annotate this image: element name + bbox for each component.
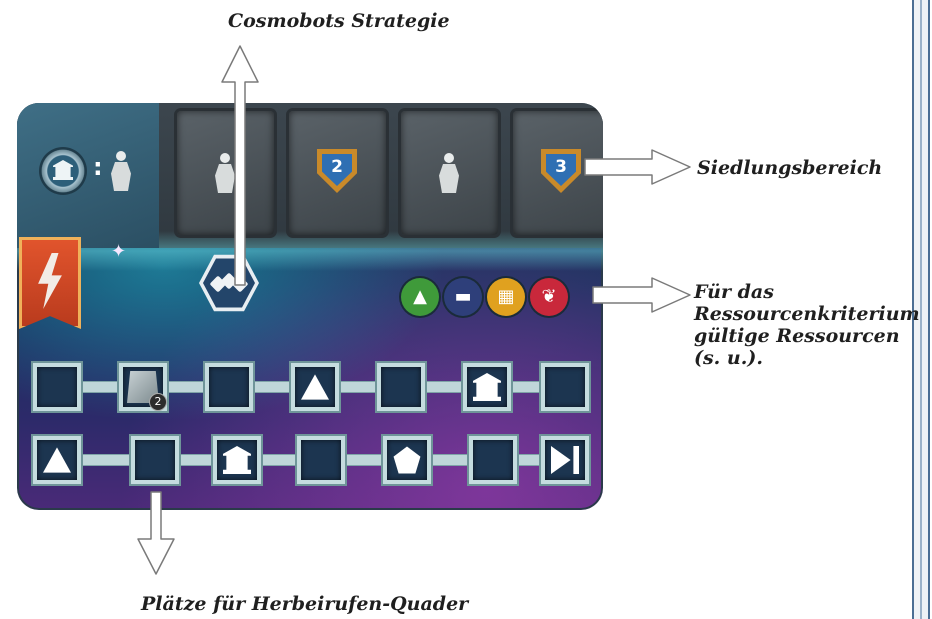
resources-label-line-3: gültige Ressourcen [694, 325, 900, 347]
eye-triangle-icon [43, 447, 71, 473]
tree-icon: ▲ [401, 278, 439, 316]
track-cell-r2-1 [37, 440, 77, 480]
player-board: : 2 3 ✦ ▲ ▬ ▦ ❦ [17, 103, 603, 510]
shield-number: 3 [546, 154, 576, 186]
track-cell-r2-2 [135, 440, 175, 480]
shield-icon: 2 [317, 149, 357, 193]
arrow-right-resources [592, 277, 691, 313]
resources-label-line-2: Ressourcenkriterium [694, 303, 920, 325]
figure-icon [439, 153, 459, 193]
colon-separator: : [93, 153, 103, 181]
temple-token-icon [39, 147, 87, 195]
skip-end-icon [551, 446, 579, 474]
track-cell-r2-3 [217, 440, 257, 480]
settlement-label: Siedlungsbereich [697, 157, 883, 179]
figure-icon [111, 151, 131, 191]
track-cell-r1-2: 2 [123, 367, 167, 411]
track-cell-r1-5 [381, 367, 421, 407]
shield-icon: 3 [541, 149, 581, 193]
bricks-icon: ▦ [487, 278, 525, 316]
settlement-slot-1 [177, 111, 274, 235]
track-cell-r1-1 [37, 367, 77, 407]
sparkle-icon: ✦ [111, 241, 127, 262]
resources-label-line-4: (s. u.). [694, 347, 763, 369]
start-slot: : [17, 103, 159, 248]
eye-pentagon-icon [393, 446, 421, 474]
lightning-icon [38, 253, 62, 309]
lightning-banner-icon [19, 237, 81, 329]
settlement-slot-3 [401, 111, 498, 235]
settlement-slot-4: 3 [513, 111, 603, 235]
places-label: Plätze für Herbeirufen-Quader [141, 593, 469, 615]
anvil-icon: ▬ [444, 278, 482, 316]
track-cell-r1-4 [295, 367, 335, 407]
track-cell-r2-6 [473, 440, 513, 480]
figure-icon [215, 153, 235, 193]
page-edge-rail [912, 0, 930, 619]
resources-label-line-1: Für das [694, 281, 774, 303]
eye-triangle-icon [301, 374, 329, 400]
track-cell-r1-7 [545, 367, 585, 407]
settlement-slot-2: 2 [289, 111, 386, 235]
wheat-icon: ❦ [530, 278, 568, 316]
shield-number: 2 [322, 154, 352, 186]
strategy-label: Cosmobots Strategie [228, 10, 450, 32]
temple-icon [473, 373, 501, 401]
temple-icon [223, 446, 251, 474]
track-cell-r2-7 [545, 440, 585, 480]
resources-label: Für das Ressourcenkriterium gültige Ress… [694, 281, 932, 369]
track-cell-r2-5 [387, 440, 427, 480]
track-cell-r1-6 [467, 367, 507, 407]
track-cell-r1-3 [209, 367, 249, 407]
track-cell-r2-4 [301, 440, 341, 480]
card-count-badge: 2 [149, 393, 167, 411]
